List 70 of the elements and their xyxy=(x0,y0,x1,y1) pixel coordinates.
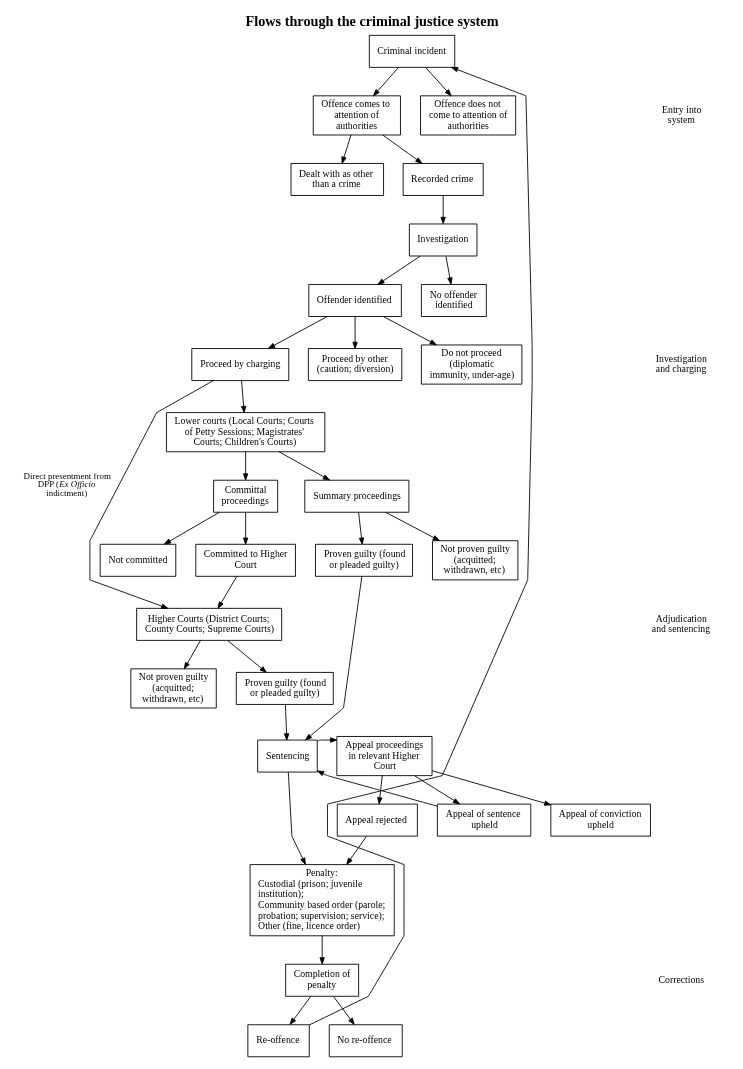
arrow xyxy=(440,195,446,224)
arrow xyxy=(305,575,363,741)
node-box: Offence does not come to attention of authorities xyxy=(420,95,517,136)
node-box: Completion of penalty xyxy=(285,963,360,997)
arrow xyxy=(89,380,214,609)
arrow xyxy=(317,737,338,743)
arrow xyxy=(333,996,355,1025)
arrow xyxy=(309,66,533,1026)
arrow xyxy=(383,316,437,346)
arrow xyxy=(377,775,383,805)
node-box: Do not proceed (diplomatic immunity, under-age) xyxy=(420,344,523,385)
node-box: Not proven guilty (acquitted; withdrawn, etc) xyxy=(432,540,519,581)
node-box: No re-offence xyxy=(328,1024,403,1058)
arrow xyxy=(217,576,238,609)
node-box: No offender identified xyxy=(420,284,487,317)
arrow xyxy=(287,771,306,865)
arrow xyxy=(385,511,440,541)
arrow xyxy=(316,770,438,807)
arrow xyxy=(382,134,423,164)
label: Adjudication and sentencing xyxy=(651,612,711,635)
arrow xyxy=(183,640,201,670)
arrow xyxy=(413,775,460,805)
arrow xyxy=(227,640,267,673)
node-box: Offence comes to attention of authorities xyxy=(312,95,401,136)
diagram-title: Flows through the criminal justice system xyxy=(245,13,499,30)
arrow xyxy=(341,134,352,164)
arrow xyxy=(352,316,358,349)
node-box: Summary proceedings xyxy=(304,479,410,513)
node-box: Appeal rejected xyxy=(336,803,418,837)
node-box: Appeal of sentence upheld xyxy=(436,803,532,837)
arrow xyxy=(319,935,325,965)
node-box: Not committed xyxy=(99,543,177,577)
node-box: Recorded crime xyxy=(402,163,484,196)
arrow xyxy=(268,316,328,349)
node-box: Proven guilty (found or pleaded guilty) xyxy=(315,543,413,577)
node-box: Not proven guilty (acquitted; withdrawn, etc) xyxy=(130,668,217,709)
node-box: Proven guilty (found or pleaded guilty) xyxy=(235,671,334,705)
node-box: Criminal incident xyxy=(368,34,456,68)
arrow xyxy=(377,255,421,285)
arrow xyxy=(243,512,249,545)
node-box: Appeal of conviction upheld xyxy=(550,803,651,837)
label: Investigation and charging xyxy=(655,352,707,375)
arrow xyxy=(425,67,452,97)
node-box: Proceed by other (caution; diversion) xyxy=(307,348,403,381)
label: Corrections xyxy=(658,973,705,985)
node-box: Offender identified xyxy=(308,284,402,317)
node-box: Sentencing xyxy=(257,739,318,773)
node-box: Committal proceedings xyxy=(213,479,279,513)
arrow xyxy=(241,380,247,413)
node-box: Penalty: Custodial (prison; juvenile institution); Community based order (parole; probation; supervision; service); Other (fine, licence order) xyxy=(249,864,395,937)
node-box: Dealt with as other than a crime xyxy=(290,163,384,196)
arrow xyxy=(243,451,249,481)
arrow xyxy=(163,511,220,545)
arrow xyxy=(346,836,367,865)
arrow xyxy=(358,512,365,545)
node-box: Committed to Higher Court xyxy=(195,543,296,577)
node-box: Lower courts (Local Courts; Courts of Petty Sessions; Magistrates' Courts; Children's Courts) xyxy=(166,412,326,453)
arrow xyxy=(283,704,290,741)
edge-label: Direct presentment from DPP (Ex Officio indictment) xyxy=(23,470,111,499)
node-box: Higher Courts (District Courts; County Courts; Supreme Courts) xyxy=(136,607,283,641)
arrow xyxy=(278,451,330,481)
node-box: Investigation xyxy=(408,223,478,257)
node-box: Proceed by charging xyxy=(191,348,290,381)
node-box: Re-offence xyxy=(247,1024,310,1058)
arrow xyxy=(431,770,552,806)
label: Entry into system xyxy=(662,103,702,126)
arrow xyxy=(373,67,399,97)
arrow xyxy=(445,255,453,285)
node-box: Appeal proceedings in relevant Higher Court xyxy=(336,736,433,777)
arrow xyxy=(289,996,312,1025)
